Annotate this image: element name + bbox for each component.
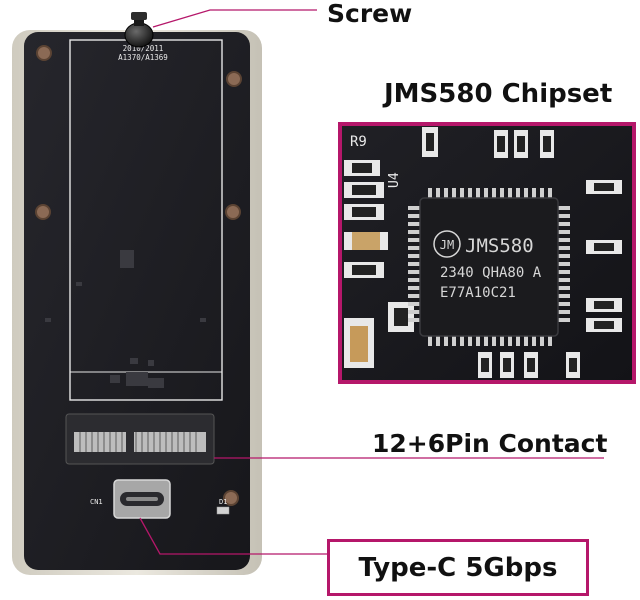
chip-part: JMS580 (465, 235, 534, 257)
led (216, 506, 230, 515)
typec-label-box: Type-C 5Gbps (327, 539, 589, 596)
chipset-label: JMS580 Chipset (384, 79, 613, 109)
chip-pins (408, 188, 570, 346)
chip-brand: JM (440, 238, 454, 252)
typec-label: Type-C 5Gbps (358, 552, 558, 583)
model-text-1: 2010/2011 (123, 44, 164, 53)
chip-line3: E77A10C21 (440, 285, 516, 301)
chip-zoom-panel: JM JMS580 2340 QHA80 A E77A10C21 R9 U4 (338, 122, 636, 384)
usb-c-port (113, 479, 171, 519)
ref-u4: U4 (387, 172, 402, 188)
led-label: D1 (219, 498, 227, 506)
adapter-board: 2010/2011 A1370/A1369 CN1 D1 (12, 30, 262, 575)
model-text-2: A1370/A1369 (118, 53, 168, 62)
board-components (45, 250, 206, 388)
mounting-holes (35, 45, 242, 506)
screw-callout-line (152, 9, 317, 28)
screw (124, 12, 154, 48)
ref-r9: R9 (350, 134, 367, 150)
screw-label: Screw (327, 0, 413, 28)
connector-label: CN1 (90, 498, 103, 506)
callout-lines (139, 9, 604, 555)
zoom-components (344, 127, 622, 378)
chip-line2: 2340 QHA80 A (440, 265, 542, 281)
chip-logo-icon (433, 230, 461, 258)
typec-callout-line (139, 517, 327, 555)
sata-connector (65, 413, 215, 465)
contact-label: 12+6Pin Contact (372, 429, 608, 458)
